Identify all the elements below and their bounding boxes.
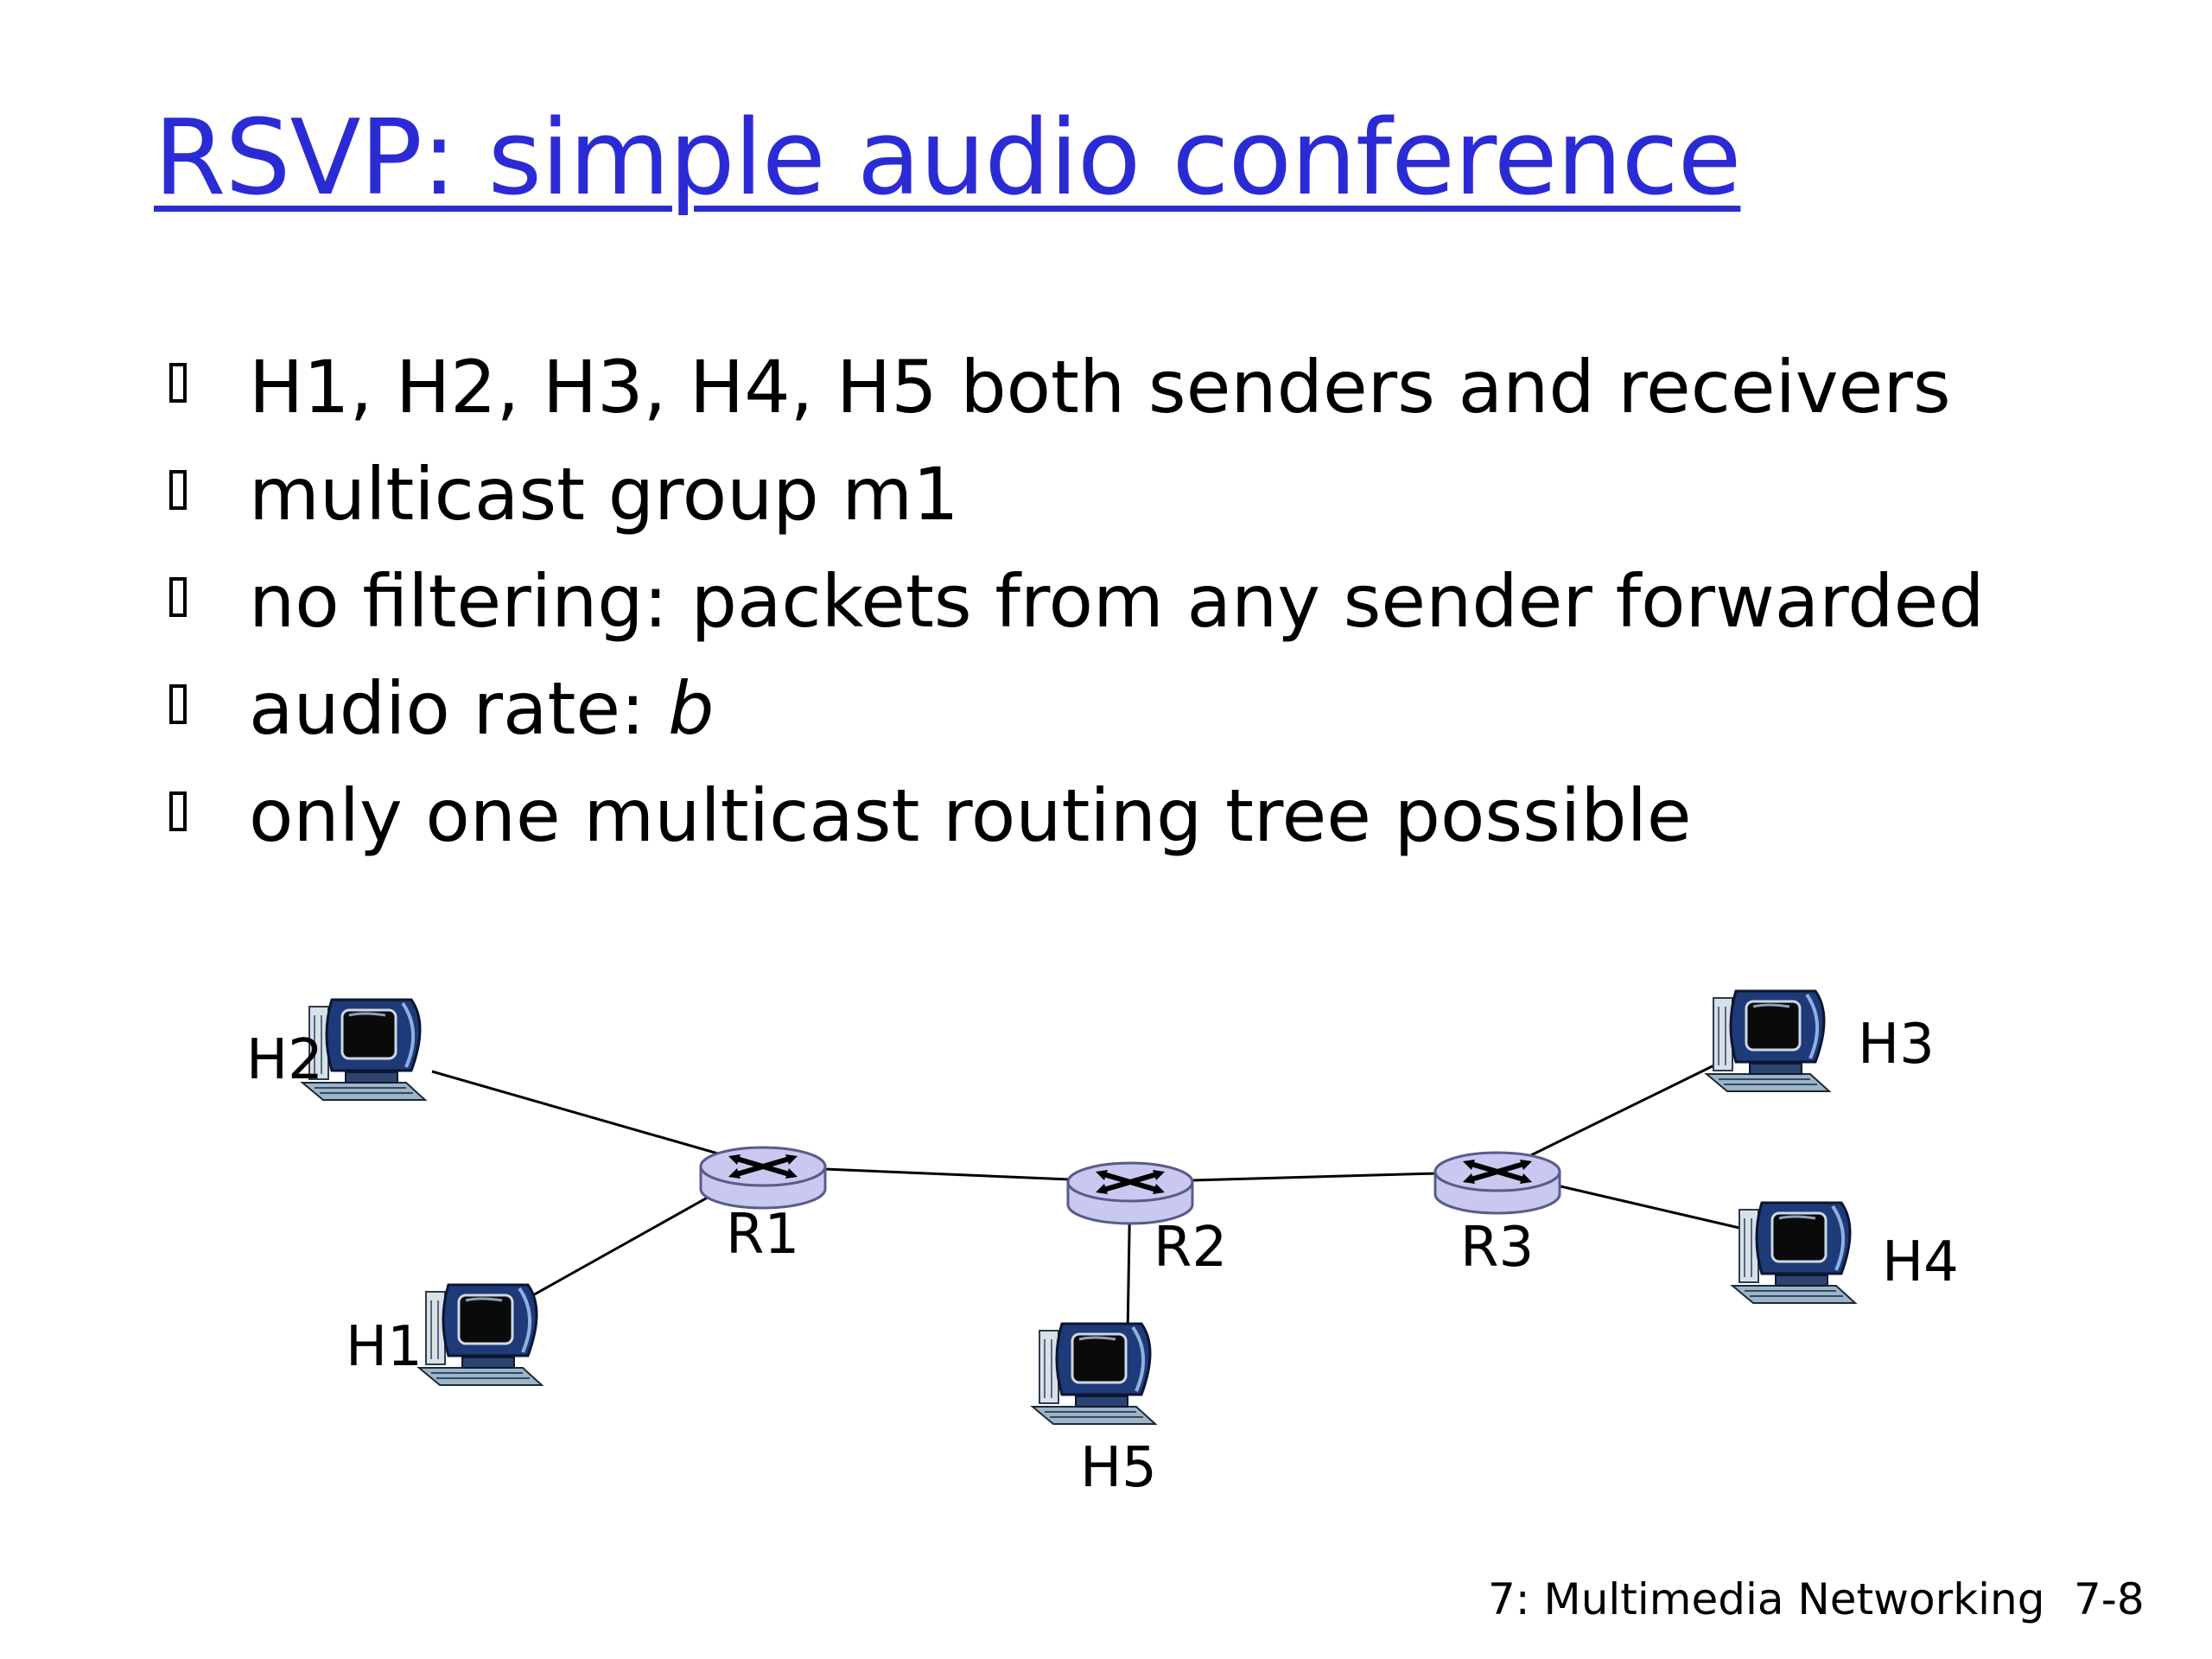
router-r1-icon [699,1146,827,1210]
host-h1-icon [416,1283,544,1386]
router-r1-label: R1 [726,1203,799,1267]
link-r3-h3 [1497,1057,1729,1173]
link-h2-r1 [431,1070,764,1168]
bullet-marker-icon [169,470,187,510]
footer-chapter: 7: Multimedia Networking [1488,1574,2045,1624]
host-h4-label: H4 [1882,1230,1959,1294]
bullet-text: only one multicast routing tree possible [249,773,1692,858]
host-h1-label: H1 [346,1315,423,1379]
host-h3-label: H3 [1858,1013,1935,1077]
footer-page-number: 7-8 [2074,1574,2145,1624]
host-h5-label: H5 [1080,1436,1157,1500]
bullet-marker-icon [169,684,187,724]
bullet-marker-icon [169,791,187,831]
host-h2-icon [300,998,428,1101]
bullet-marker-icon [169,577,187,617]
audio-rate-variable: b [668,666,715,751]
router-r2-icon [1066,1161,1194,1225]
host-h2-label: H2 [246,1028,323,1092]
host-h4-icon [1730,1201,1858,1304]
bullet-text: audio rate: b [249,665,714,752]
host-h3-icon [1704,989,1832,1092]
bullet-text: no filtering: packets from any sender fo… [249,559,1985,644]
bullet-text: multicast group m1 [249,452,959,537]
router-r2-label: R2 [1154,1216,1227,1280]
router-r3-icon [1433,1151,1561,1215]
bullet-marker-icon [169,363,187,403]
bullet-text-main: audio rate: [249,666,669,751]
bullet-text: H1, H2, H3, H4, H5 both senders and rece… [249,345,1951,429]
slide-title: RSVP: simple audio conference [154,99,1741,219]
router-r3-label: R3 [1460,1216,1534,1280]
host-h5-icon [1030,1322,1158,1425]
